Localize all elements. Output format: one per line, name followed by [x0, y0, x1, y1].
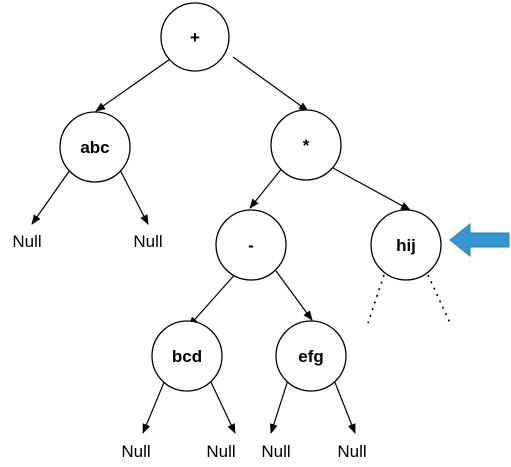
- null-label-bcd-right: Null: [206, 442, 235, 461]
- edge-times-minus: [249, 166, 284, 209]
- node-hij-label: hij: [396, 236, 416, 255]
- node-abc-label: abc: [80, 138, 109, 157]
- edge-abc-null-right: [119, 169, 149, 225]
- null-label-abc-left: Null: [12, 232, 41, 251]
- edge-efg-null-left: [269, 379, 289, 434]
- null-label-efg-right: Null: [337, 442, 366, 461]
- node-efg-label: efg: [298, 347, 324, 366]
- null-label-abc-right: Null: [133, 232, 162, 251]
- node-abc: abc: [59, 111, 131, 183]
- node-bcd-label: bcd: [172, 347, 202, 366]
- edge-bcd-null-left: [142, 379, 166, 434]
- dotted-line-left: [367, 274, 385, 324]
- node-minus: -: [215, 209, 287, 281]
- edge-minus-bcd: [188, 270, 239, 327]
- node-bcd: bcd: [151, 320, 223, 392]
- dotted-line-right: [427, 274, 451, 324]
- highlight-arrow-icon: [449, 222, 510, 258]
- edge-minus-efg: [275, 270, 313, 321]
- node-minus-label: -: [248, 236, 254, 255]
- null-label-efg-left: Null: [261, 442, 290, 461]
- node-efg: efg: [275, 320, 347, 392]
- node-plus-label: +: [190, 28, 200, 47]
- node-plus: +: [160, 2, 230, 72]
- edge-times-hij: [332, 167, 411, 211]
- edge-plus-times: [232, 56, 309, 112]
- node-times: *: [270, 109, 342, 181]
- edge-plus-abc: [95, 56, 174, 112]
- node-hij: hij: [370, 209, 442, 281]
- null-label-bcd-left: Null: [121, 442, 150, 461]
- edge-efg-null-right: [333, 379, 356, 434]
- edge-bcd-null-right: [209, 379, 236, 434]
- edge-abc-null-left: [31, 169, 71, 225]
- node-times-label: *: [303, 136, 310, 155]
